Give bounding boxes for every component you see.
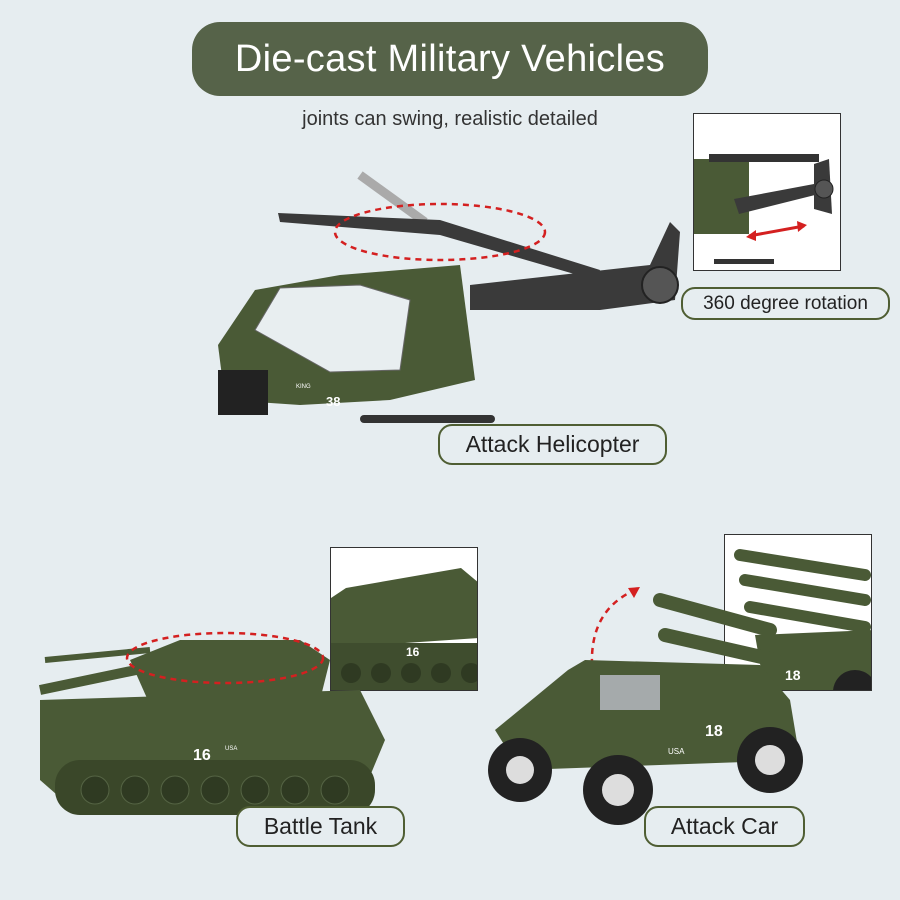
car-number: 18 [705, 723, 723, 740]
subtitle: joints can swing, realistic detailed [302, 108, 598, 130]
car-label: Attack Car [644, 806, 805, 847]
tank-country: USA [225, 746, 237, 752]
helicopter-badge: KING [296, 384, 311, 390]
tank-inset-number: 16 [406, 645, 420, 659]
tank-turret-image: 16 [331, 568, 477, 690]
helicopter-rotation-inset [693, 113, 841, 271]
tank-turret-inset: 16 [330, 547, 478, 691]
car-inset-number: 18 [785, 667, 801, 683]
tank-label: Battle Tank [236, 806, 405, 847]
helicopter-number: 38 [326, 394, 340, 409]
tank-number: 16 [193, 747, 211, 764]
helicopter-tail-image [694, 154, 834, 264]
page-title: Die-cast Military Vehicles [192, 22, 708, 96]
helicopter-label: Attack Helicopter [438, 424, 667, 465]
car-launcher-image: 18 [734, 549, 871, 690]
rotation-label: 360 degree rotation [681, 287, 890, 320]
car-country: USA [668, 747, 685, 756]
